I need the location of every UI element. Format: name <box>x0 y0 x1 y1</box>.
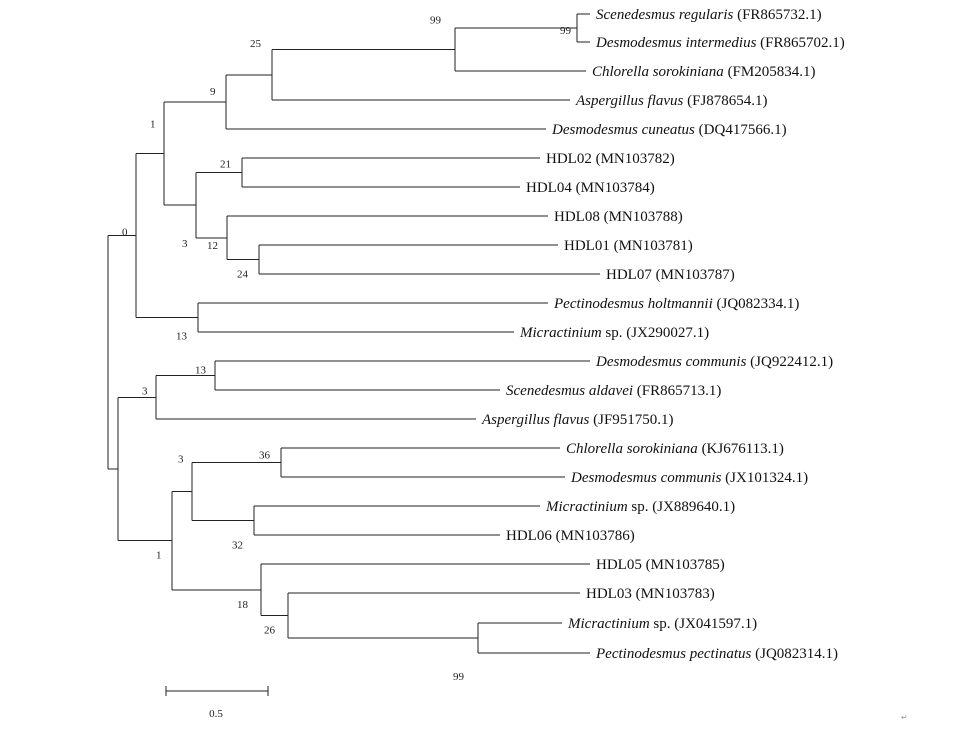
tree-branches <box>107 13 600 654</box>
support-value: 13 <box>195 365 207 377</box>
taxon-label: HDL02 (MN103782) <box>546 151 675 167</box>
taxon-accession: (FM205834.1) <box>728 64 816 80</box>
support-value: 3 <box>178 454 184 466</box>
taxon-species: Micractinium <box>567 616 650 632</box>
taxon-accession: (FR865732.1) <box>737 7 822 23</box>
taxon-species: Desmodesmus communis <box>570 470 722 486</box>
taxon-species: Pectinodesmus holtmannii <box>553 296 713 312</box>
support-value: 1 <box>150 119 156 131</box>
taxon-label: Desmodesmus cuneatus (DQ417566.1) <box>551 122 787 138</box>
taxon-label: Chlorella sorokiniana (FM205834.1) <box>592 64 815 80</box>
support-value: 18 <box>237 599 249 611</box>
taxon-label: Micractinium sp. (JX290027.1) <box>519 325 709 341</box>
taxon-accession: (JF951750.1) <box>593 412 673 428</box>
taxon-species: Micractinium <box>545 499 628 515</box>
support-value: 36 <box>259 450 271 462</box>
taxon-label: HDL03 (MN103783) <box>586 586 715 602</box>
taxon-label: HDL01 (MN103781) <box>564 238 693 254</box>
support-value: 32 <box>232 540 243 552</box>
taxon-label: Pectinodesmus pectinatus (JQ082314.1) <box>595 646 838 662</box>
support-values: 99 99 25 9 21 24 12 3 1 13 0 13 3 36 32 3 99 26 18 1 <box>122 15 572 684</box>
support-value: 99 <box>430 15 442 27</box>
support-value: 13 <box>176 331 188 343</box>
taxon-label: HDL08 (MN103788) <box>554 209 683 225</box>
taxon-label: Micractinium sp. (JX041597.1) <box>567 616 757 632</box>
taxon-accession: sp. (JX041597.1) <box>653 616 757 632</box>
support-value: 99 <box>560 25 572 37</box>
support-value: 12 <box>207 240 218 252</box>
support-value: 99 <box>453 671 465 683</box>
taxon-label: HDL04 (MN103784) <box>526 180 655 196</box>
taxon-accession: (JQ922412.1) <box>750 354 833 370</box>
support-value: 24 <box>237 269 249 281</box>
taxon-accession: (FJ878654.1) <box>687 93 767 109</box>
taxon-species: Aspergillus flavus <box>481 412 590 428</box>
taxon-species: Scenedesmus regularis <box>596 7 733 23</box>
taxon-label: Micractinium sp. (JX889640.1) <box>545 499 735 515</box>
return-mark: ↵ <box>901 713 908 722</box>
taxon-species: Desmodesmus communis <box>595 354 747 370</box>
taxon-accession: HDL03 (MN103783) <box>586 586 715 602</box>
support-value: 3 <box>142 385 148 397</box>
scale-bar-label: 0.5 <box>209 708 223 720</box>
taxon-accession: HDL06 (MN103786) <box>506 528 635 544</box>
taxon-label: Pectinodesmus holtmannii (JQ082334.1) <box>553 296 799 312</box>
taxon-accession: (FR865702.1) <box>760 35 845 51</box>
taxon-label: Chlorella sorokiniana (KJ676113.1) <box>566 441 784 457</box>
support-value: 21 <box>220 159 231 171</box>
taxon-accession: (DQ417566.1) <box>699 122 787 138</box>
taxon-species: Aspergillus flavus <box>575 93 684 109</box>
taxon-label: Scenedesmus regularis (FR865732.1) <box>596 7 822 23</box>
taxon-label: Aspergillus flavus (FJ878654.1) <box>575 93 768 109</box>
support-value: 1 <box>156 550 162 562</box>
taxon-label: HDL06 (MN103786) <box>506 528 635 544</box>
taxon-accession: (KJ676113.1) <box>702 441 784 457</box>
taxon-accession: (JQ082334.1) <box>716 296 799 312</box>
taxon-accession: (FR865713.1) <box>637 383 722 399</box>
taxon-label: Desmodesmus communis (JX101324.1) <box>570 470 808 486</box>
taxon-label: Desmodesmus communis (JQ922412.1) <box>595 354 833 370</box>
taxon-accession: HDL02 (MN103782) <box>546 151 675 167</box>
taxon-accession: sp. (JX290027.1) <box>605 325 709 341</box>
support-value: 25 <box>250 38 262 50</box>
support-value: 9 <box>210 86 216 98</box>
scale-bar: 0.5 <box>165 686 269 720</box>
taxon-label: Scenedesmus aldavei (FR865713.1) <box>506 383 721 399</box>
taxon-species: Chlorella sorokiniana <box>592 64 724 80</box>
taxon-species: Chlorella sorokiniana <box>566 441 698 457</box>
taxon-accession: HDL01 (MN103781) <box>564 238 693 254</box>
taxon-accession: HDL08 (MN103788) <box>554 209 683 225</box>
taxon-label: HDL07 (MN103787) <box>606 267 735 283</box>
taxon-accession: HDL04 (MN103784) <box>526 180 655 196</box>
taxon-accession: (JX101324.1) <box>725 470 808 486</box>
taxon-label: HDL05 (MN103785) <box>596 557 725 573</box>
taxon-accession: (JQ082314.1) <box>755 646 838 662</box>
taxon-species: Desmodesmus intermedius <box>595 35 757 51</box>
taxon-accession: sp. (JX889640.1) <box>631 499 735 515</box>
taxon-labels: Scenedesmus regularis (FR865732.1) Desmod… <box>481 7 845 662</box>
taxon-species: Pectinodesmus pectinatus <box>595 646 752 662</box>
support-value: 0 <box>122 227 128 239</box>
taxon-accession: HDL05 (MN103785) <box>596 557 725 573</box>
taxon-label: Aspergillus flavus (JF951750.1) <box>481 412 674 428</box>
taxon-label: Desmodesmus intermedius (FR865702.1) <box>595 35 845 51</box>
taxon-species: Desmodesmus cuneatus <box>551 122 695 138</box>
taxon-accession: HDL07 (MN103787) <box>606 267 735 283</box>
support-value: 26 <box>264 625 276 637</box>
support-value: 3 <box>182 238 188 250</box>
taxon-species: Micractinium <box>519 325 602 341</box>
taxon-species: Scenedesmus aldavei <box>506 383 633 399</box>
